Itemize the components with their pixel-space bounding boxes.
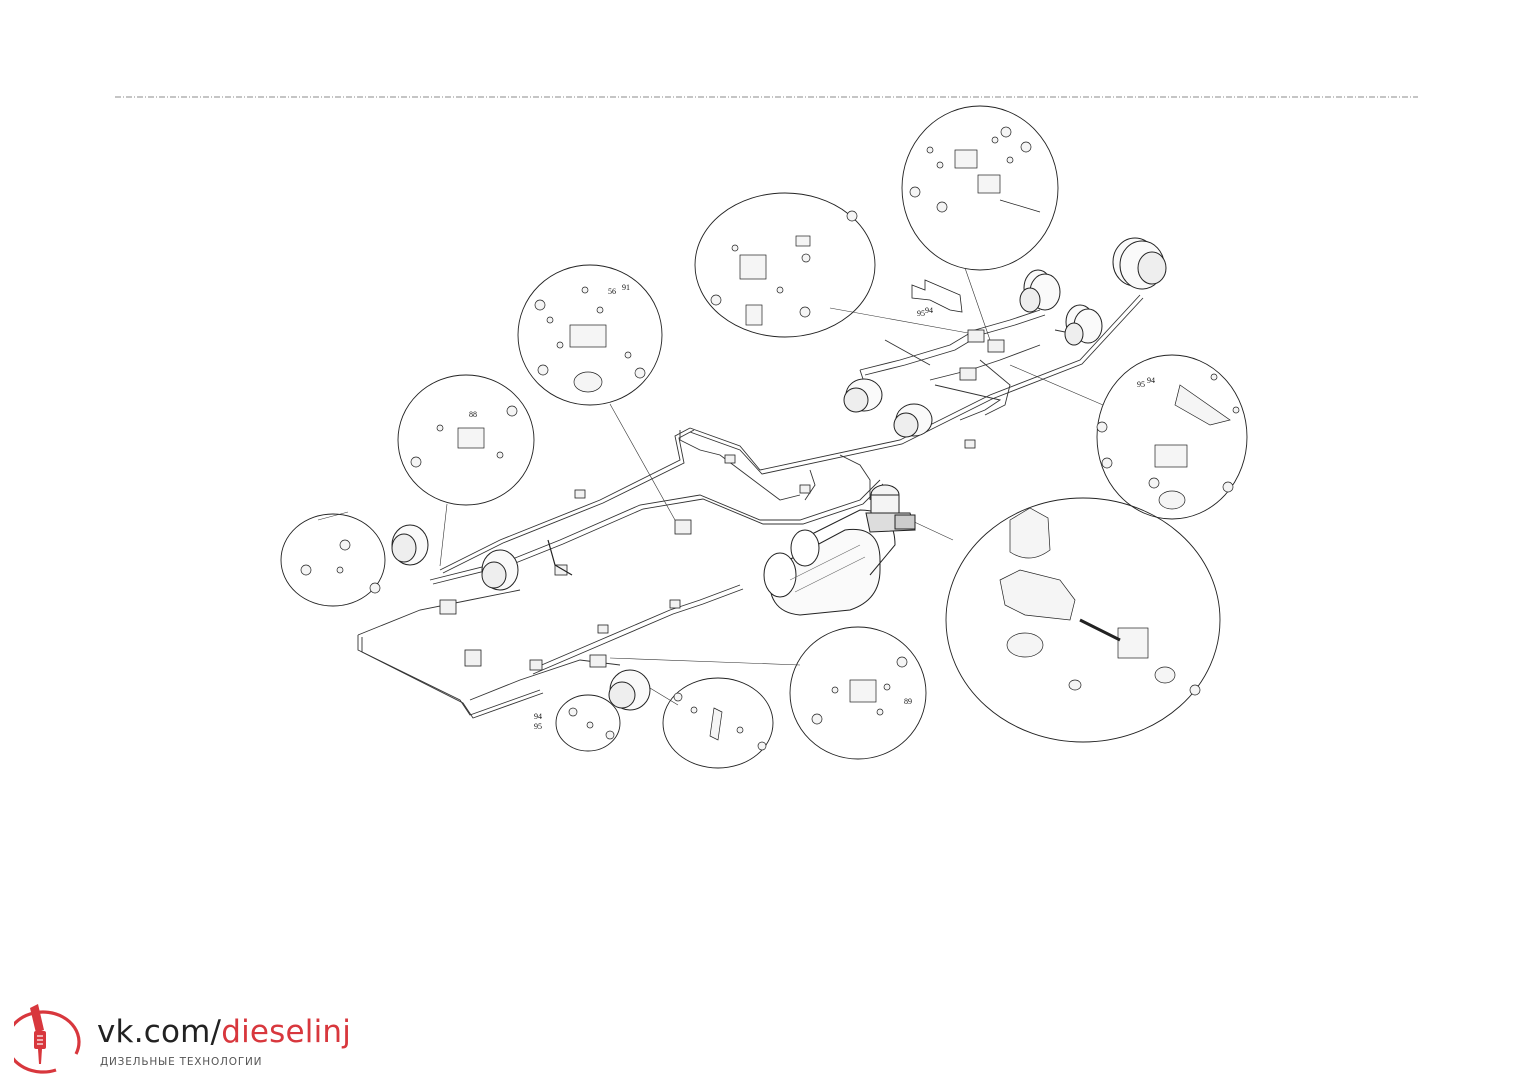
detail-circle-rear-valves [901,105,1059,271]
rear-brake-chambers [843,237,1167,438]
detail-circles [280,105,1248,769]
detail-circle-bottom-right [789,626,927,760]
watermark-subtitle: ДИЗЕЛЬНЫЕ ТЕХНОЛОГИИ [100,1056,263,1068]
detail-circle-relay-valve [694,192,876,338]
watermark-url: vk.com/dieselinj [97,1014,351,1050]
part-number-callouts: 56 91 88 95 94 95 94 94 95 89 [469,283,1155,731]
detail-circle-air-dryer [945,497,1221,743]
callout-94-upper: 94 [925,306,933,315]
detail-circle-top-left [517,264,663,406]
detail-circle-bottom-middle [662,677,774,769]
exploded-parts [300,126,1240,751]
callout-94-bottom: 94 [534,712,542,721]
detail-circle-far-left [280,513,386,607]
watermark-url-suffix: dieselinj [221,1014,352,1050]
callout-56: 56 [608,287,616,296]
callout-88: 88 [469,410,477,419]
callout-89: 89 [904,697,912,706]
callout-95-upper: 95 [917,309,925,318]
watermark-logo: vk.com/dieselinj ДИЗЕЛЬНЫЕ ТЕХНОЛОГИИ [14,1000,351,1080]
detail-circle-bottom-small [555,694,621,752]
system-valves [439,329,1005,671]
air-dryer-unit [865,484,916,533]
detail-circle-right [1096,354,1248,520]
mounting-bracket [911,279,963,313]
pipe-network [357,294,1144,719]
callout-95-right: 95 [1137,380,1145,389]
leader-lines [317,267,1104,706]
callout-91: 91 [622,283,630,292]
callout-95-bottom: 95 [534,722,542,731]
watermark-url-prefix: vk.com/ [97,1014,222,1050]
slack-adjuster [547,539,573,576]
injector-logo-icon [14,1004,81,1074]
front-brake-chambers [391,524,651,711]
callout-94-right: 94 [1147,376,1155,385]
detail-circle-left [397,374,535,506]
